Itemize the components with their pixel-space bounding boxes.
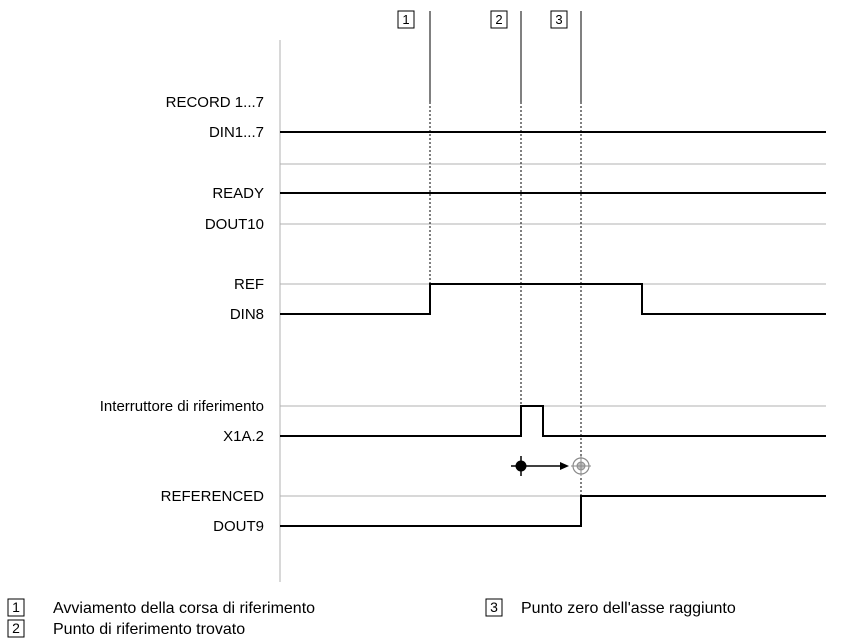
legend-item-3: 3 Punto zero dell'asse raggiunto <box>485 598 736 617</box>
signal-switch-waveform <box>280 405 826 437</box>
signal-record-label: RECORD 1...7 <box>166 94 264 111</box>
marker-3-box: 3 <box>550 10 568 29</box>
baselines <box>280 163 826 497</box>
signal-switch-sublabel: X1A.2 <box>223 428 264 445</box>
reference-point-icon <box>511 456 531 476</box>
signal-referenced-waveform <box>280 495 826 527</box>
arrow-right-icon <box>531 462 569 470</box>
axis-zero-point-icon <box>571 456 591 476</box>
signal-ref-waveform <box>280 283 826 315</box>
legend-item-2: 2 Punto di riferimento trovato <box>7 619 245 638</box>
svg-text:3: 3 <box>555 12 562 27</box>
svg-text:2: 2 <box>495 12 502 27</box>
marker-2-box: 2 <box>490 10 508 29</box>
signal-record-sublabel: DIN1...7 <box>209 124 264 141</box>
signal-referenced-label: REFERENCED <box>161 488 265 505</box>
signal-ready-sublabel: DOUT10 <box>205 216 264 233</box>
signal-switch-label: Interruttore di riferimento <box>100 398 264 415</box>
signal-referenced-sublabel: DOUT9 <box>213 518 264 535</box>
svg-text:3: 3 <box>490 599 498 615</box>
signal-ref-label: REF <box>234 276 264 293</box>
legend-item-1: 1 Avviamento della corsa di riferimento <box>7 598 315 617</box>
svg-text:1: 1 <box>12 599 20 615</box>
svg-text:1: 1 <box>402 12 409 27</box>
marker-1-box: 1 <box>397 10 415 29</box>
legend-text-3: Punto zero dell'asse raggiunto <box>521 600 736 617</box>
signal-ready-label: READY <box>212 185 264 202</box>
signal-ref-sublabel: DIN8 <box>230 306 264 323</box>
legend-text-2: Punto di riferimento trovato <box>53 621 245 638</box>
legend-text-1: Avviamento della corsa di riferimento <box>53 600 315 617</box>
svg-text:2: 2 <box>12 620 20 636</box>
